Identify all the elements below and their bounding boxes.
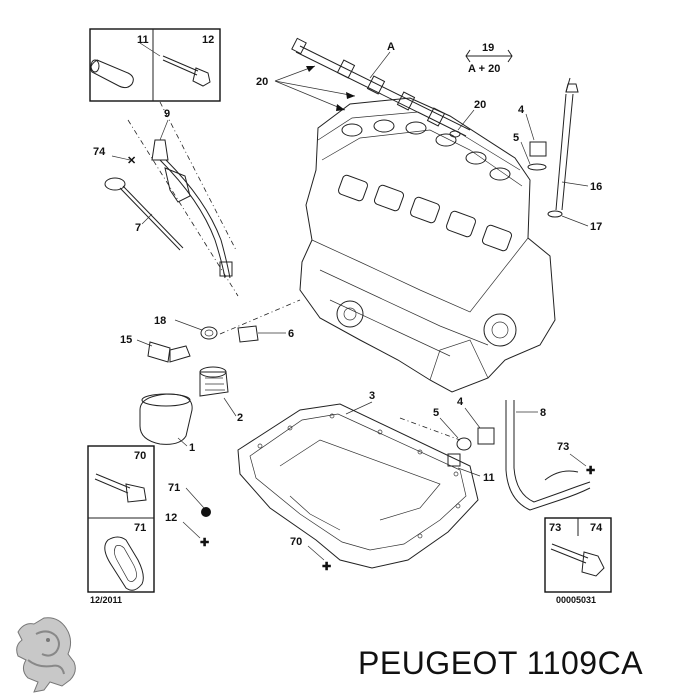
cross-mark-74: ✕ [127,155,136,167]
callout-16: 16 [590,181,602,193]
callout-2: 2 [237,412,243,424]
fuel-rail: A [291,37,471,137]
cylinder-ports [337,174,513,252]
reference-code: 00005031 [556,595,596,605]
stud-part-icon [94,473,147,503]
callout-74: 74 [93,146,106,158]
formula-top: 19 [482,42,494,54]
plus-mark-12: ✚ [200,537,209,549]
sensor-group: 18 15 6 [120,299,301,363]
callout-20a: 20 [256,76,268,88]
callout-6: 6 [288,328,294,340]
formula-bottom: A + 20 [468,63,500,75]
callout-15: 15 [120,334,132,346]
camshaft-bosses [341,119,511,181]
callout-3: 3 [369,390,375,402]
inset-label-11: 11 [137,34,149,46]
dipstick-assembly: 9 74 ✕ 7 [93,101,239,297]
plug-part-icon [90,59,134,89]
plus-mark-73: ✚ [586,465,595,477]
drain-plug-bottom: 4 5 11 [433,396,495,484]
callout-70: 70 [290,536,302,548]
callout-5b: 5 [433,407,439,419]
callout-9: 9 [164,108,170,120]
plus-mark-70: ✚ [322,561,331,573]
callout-A: A [387,41,395,53]
date-code: 12/2011 [90,595,122,605]
inset-label-74: 74 [590,522,603,534]
dipstick-tube: 16 17 [547,77,602,233]
callout-4b: 4 [457,396,464,408]
inset-label-73: 73 [549,522,561,534]
formula-19: 19 A + 20 [465,42,513,75]
brand-caption: PEUGEOT 1109CA [358,645,644,681]
callout-18: 18 [154,315,166,327]
engine-block [299,97,556,393]
callout-5a: 5 [513,132,519,144]
callout-12: 12 [165,512,177,524]
inset-label-71: 71 [134,522,146,534]
gasket-part-icon [104,536,144,591]
screw-part-icon [550,543,605,577]
inset-label-12: 12 [202,34,214,46]
pan-markers: 71 12 ✚ 70 ✚ [165,482,331,573]
bolt-part-icon [139,42,211,87]
callout-20-group: 20 20 [256,65,486,138]
inset-box-11-12: 11 12 [89,28,221,102]
oil-filter-group: 2 1 [139,366,243,454]
peugeot-lion-icon [16,617,76,693]
pan-bolt-holes [257,413,461,539]
callout-17: 17 [590,221,602,233]
callout-8: 8 [540,407,546,419]
callout-7: 7 [135,222,141,234]
oil-pan: 3 [237,390,479,569]
inset-box-70-71: 70 71 12/2011 [87,445,155,605]
callout-4a: 4 [518,104,525,116]
guide-tube-8: 8 73 ✚ [505,400,595,511]
drain-plug-top: 4 5 [513,104,547,171]
callout-71: 71 [168,482,180,494]
callout-11: 11 [483,472,495,484]
callout-20b: 20 [474,99,486,111]
inset-box-73-74: 73 74 00005031 [544,517,612,605]
callout-73: 73 [557,441,569,453]
inset-label-70: 70 [134,450,146,462]
callout-1: 1 [189,442,195,454]
